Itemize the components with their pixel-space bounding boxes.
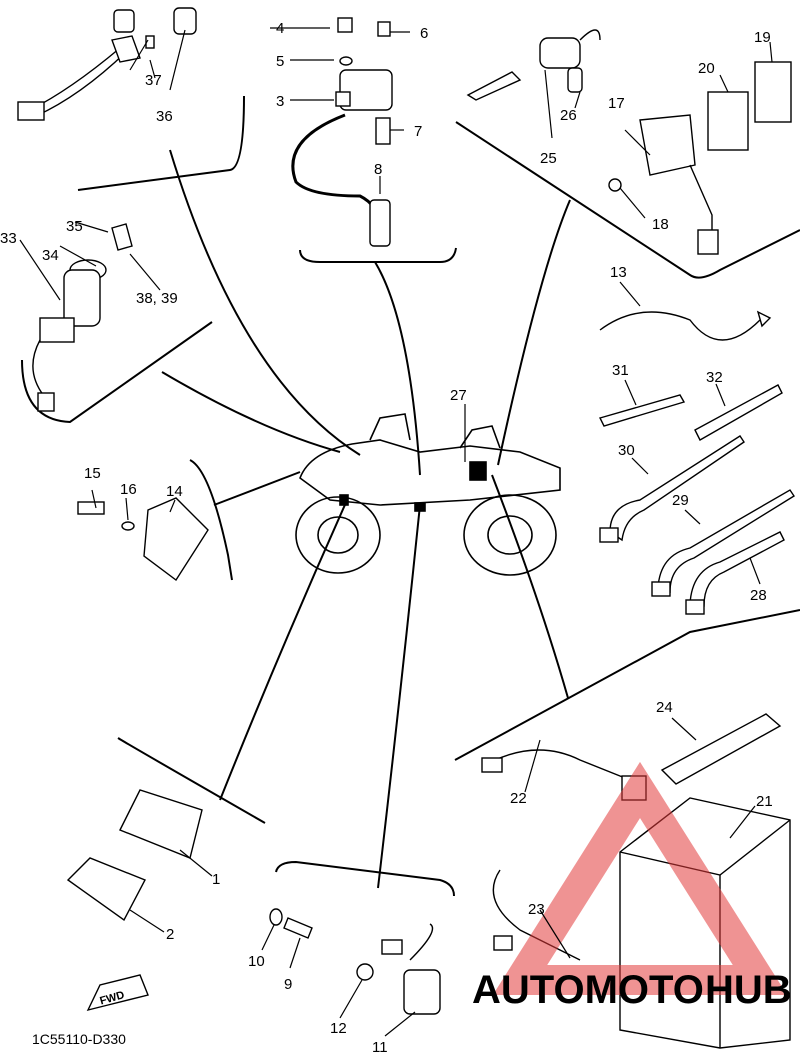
- callout-27: 27: [450, 387, 467, 404]
- callout-23: 23: [528, 901, 545, 918]
- callout-38-39: 38, 39: [136, 290, 178, 307]
- callout-14: 14: [166, 483, 183, 500]
- callout-21: 21: [756, 793, 773, 810]
- callout-31: 31: [612, 362, 629, 379]
- leader-c: [374, 261, 421, 476]
- rectifier-regulator-icon: [77, 497, 209, 582]
- cable-tie-28-icon: [689, 531, 785, 607]
- leader-g: [377, 504, 421, 889]
- fwd-arrow-icon: [86, 974, 149, 1012]
- callout-22: 22: [510, 790, 527, 807]
- callout-15: 15: [84, 465, 101, 482]
- battery-band-icon: [660, 713, 782, 785]
- bracket-rectifier: [189, 459, 233, 581]
- minus-lead-icon: [494, 749, 631, 781]
- callout-16: 16: [120, 481, 137, 498]
- callout-8: 8: [374, 161, 382, 178]
- callout-37: 37: [145, 72, 162, 89]
- main-switch-icon: [32, 223, 133, 412]
- callout-11: 11: [372, 1039, 388, 1053]
- band-32-icon: [694, 384, 783, 441]
- bracket-battery: [454, 609, 800, 761]
- atv-vehicle-icon: [295, 413, 561, 576]
- callout-35: 35: [66, 218, 83, 235]
- callout-12: 12: [330, 1020, 347, 1037]
- bracket-main-switch: [21, 321, 213, 424]
- callout-17: 17: [608, 95, 625, 112]
- diagram-code: 1C55110-D330: [32, 1031, 126, 1047]
- callout-32: 32: [706, 369, 723, 386]
- callout-29: 29: [672, 492, 689, 509]
- callout-36: 36: [156, 108, 173, 125]
- callout-10: 10: [248, 953, 265, 970]
- bracket-relay-bottom: [275, 860, 455, 897]
- leader-e: [213, 471, 301, 506]
- leader-f: [219, 497, 349, 801]
- neutral-switch-icon: [17, 7, 197, 121]
- callout-24: 24: [656, 699, 673, 716]
- leader-b: [161, 371, 341, 453]
- cable-tie-29-icon: [657, 489, 795, 593]
- callout-6: 6: [420, 25, 428, 42]
- bracket-top-left: [77, 95, 245, 191]
- cdi-unit-icon: [66, 789, 203, 922]
- fuse-20-icon: [707, 91, 749, 151]
- watermark-text-a: AUTOMOTO: [472, 968, 704, 1012]
- callout-7: 7: [414, 123, 422, 140]
- callout-25: 25: [540, 150, 557, 167]
- fuse-19-icon: [754, 61, 792, 123]
- callout-4: 4: [276, 20, 284, 37]
- bracket-relay: [455, 121, 800, 279]
- ignition-coil-icon: [291, 17, 393, 247]
- callout-5: 5: [276, 53, 284, 70]
- callout-9: 9: [284, 976, 292, 993]
- band-31-icon: [598, 394, 686, 427]
- callout-2: 2: [166, 926, 174, 943]
- callout-34: 34: [42, 247, 59, 264]
- bracket-cdi: [117, 737, 266, 824]
- callout-1: 1: [212, 871, 220, 888]
- watermark-logo: [492, 761, 788, 995]
- leader-d: [497, 199, 571, 466]
- callout-13: 13: [610, 264, 627, 281]
- cable-tie-30-icon: [609, 435, 745, 542]
- plus-lead-icon: [492, 869, 581, 961]
- leader-a: [169, 149, 361, 456]
- callout-33: 33: [0, 230, 17, 247]
- switch-icon: [269, 908, 313, 939]
- callout-28: 28: [750, 587, 767, 604]
- callout-3: 3: [276, 93, 284, 110]
- starter-relay-icon: [608, 114, 719, 255]
- callout-26: 26: [560, 107, 577, 124]
- callout-20: 20: [698, 60, 715, 77]
- leader-h: [491, 474, 569, 699]
- relay-icon: [356, 923, 441, 1015]
- callout-19: 19: [754, 29, 771, 46]
- fuse-holder-icon: [466, 29, 601, 101]
- bracket-coil: [299, 247, 457, 263]
- callout-30: 30: [618, 442, 635, 459]
- callout-18: 18: [652, 216, 669, 233]
- wire-lead-icon: [599, 311, 761, 341]
- watermark-text-b: HUB: [705, 968, 792, 1012]
